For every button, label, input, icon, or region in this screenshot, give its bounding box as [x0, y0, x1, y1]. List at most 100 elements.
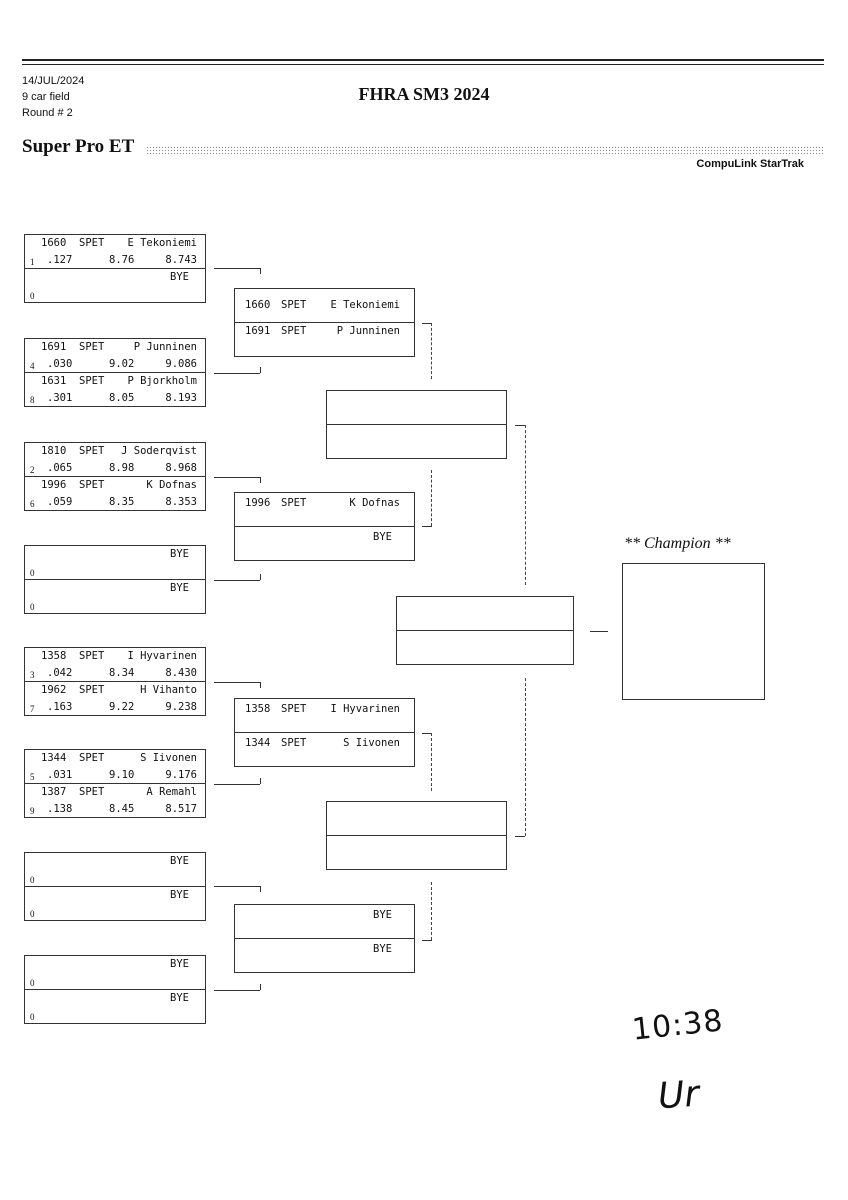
r2-matchup-3: 1358 SPET I Hyvarinen 1344 SPET S Iivone… — [234, 698, 415, 767]
bye-label: BYE — [170, 992, 189, 1004]
lane-bottom: 1962 SPET H Vihanto 7 .163 9.22 9.238 — [25, 682, 205, 716]
connector — [214, 580, 260, 581]
connector — [214, 477, 260, 478]
class-code: SPET — [79, 752, 105, 764]
lane-bottom: 1344 SPET S Iivonen — [235, 733, 414, 767]
connector — [260, 574, 261, 580]
seed-number: 0 — [30, 568, 35, 578]
class-code: SPET — [281, 497, 307, 509]
connector — [260, 268, 261, 274]
r1-matchup-1: 1660 SPET E Tekoniemi 1 .127 8.76 8.743 … — [24, 234, 206, 303]
lane-bottom: 1996 SPET K Dofnas 6 .059 8.35 8.353 — [25, 477, 205, 511]
lane-bottom — [327, 836, 506, 870]
driver-name: I Hyvarinen — [127, 650, 197, 662]
bye-label: BYE — [373, 531, 392, 543]
connector-dashed — [525, 678, 526, 836]
lane-top: BYE 0 — [25, 956, 205, 990]
r1-matchup-6: 1344 SPET S Iivonen 5 .031 9.10 9.176 13… — [24, 749, 206, 818]
car-number: 1660 — [41, 237, 67, 249]
class-code: SPET — [79, 237, 105, 249]
driver-name: E Tekoniemi — [330, 299, 400, 311]
round-number: Round # 2 — [22, 107, 73, 119]
r2-matchup-1: 1660 SPET E Tekoniemi 1691 SPET P Junnin… — [234, 288, 415, 357]
seed-number: 8 — [30, 395, 35, 405]
r1-matchup-3: 1810 SPET J Soderqvist 2 .065 8.98 8.968… — [24, 442, 206, 511]
car-number: 1344 — [245, 737, 271, 749]
elapsed-time: 9.176 — [165, 769, 197, 781]
car-number: 1631 — [41, 375, 67, 387]
r1-matchup-2: 1691 SPET P Junninen 4 .030 9.02 9.086 1… — [24, 338, 206, 407]
driver-name: A Remahl — [146, 786, 197, 798]
dial-in: 8.34 — [109, 667, 135, 679]
connector — [590, 631, 608, 632]
connector — [260, 682, 261, 688]
lane-top: 1358 SPET I Hyvarinen 3 .042 8.34 8.430 — [25, 648, 205, 682]
reaction-time: .138 — [47, 803, 73, 815]
bye-label: BYE — [373, 943, 392, 955]
lane-top — [397, 597, 573, 631]
driver-name: S Iivonen — [343, 737, 400, 749]
field-size: 9 car field — [22, 91, 70, 103]
class-code: SPET — [281, 325, 307, 337]
connector-dashed — [431, 323, 432, 379]
class-code: SPET — [281, 299, 307, 311]
elapsed-time: 9.238 — [165, 701, 197, 713]
driver-name: K Dofnas — [146, 479, 197, 491]
car-number: 1691 — [245, 325, 271, 337]
dial-in: 9.02 — [109, 358, 135, 370]
handwritten-initials: Ur — [656, 1073, 701, 1118]
driver-name: E Tekoniemi — [127, 237, 197, 249]
dial-in: 8.05 — [109, 392, 135, 404]
connector-dashed — [431, 882, 432, 940]
connector — [422, 323, 432, 324]
connector — [422, 733, 432, 734]
connector — [260, 886, 261, 892]
dotted-leader — [146, 146, 824, 156]
lane-top: 1691 SPET P Junninen 4 .030 9.02 9.086 — [25, 339, 205, 373]
connector — [422, 940, 432, 941]
reaction-time: .042 — [47, 667, 73, 679]
handwritten-time: 10:38 — [630, 1003, 726, 1048]
elapsed-time: 9.086 — [165, 358, 197, 370]
semifinal-1 — [326, 390, 507, 459]
car-number: 1358 — [41, 650, 67, 662]
elapsed-time: 8.193 — [165, 392, 197, 404]
seed-number: 2 — [30, 465, 35, 475]
elapsed-time: 8.743 — [165, 254, 197, 266]
bye-label: BYE — [170, 889, 189, 901]
driver-name: P Bjorkholm — [127, 375, 197, 387]
lane-bottom: BYE 0 — [25, 990, 205, 1024]
lane-top — [327, 802, 506, 836]
reaction-time: .030 — [47, 358, 73, 370]
driver-name: J Soderqvist — [121, 445, 197, 457]
lane-top — [327, 391, 506, 425]
seed-number: 1 — [30, 257, 35, 267]
lane-bottom: BYE — [235, 527, 414, 561]
top-rule — [22, 59, 824, 61]
r2-matchup-2: 1996 SPET K Dofnas BYE — [234, 492, 415, 561]
brand-label: CompuLink StarTrak — [696, 158, 804, 170]
bye-label: BYE — [170, 855, 189, 867]
lane-bottom: 1691 SPET P Junninen — [235, 323, 414, 357]
r1-matchup-7: BYE 0 BYE 0 — [24, 852, 206, 921]
seed-number: 0 — [30, 875, 35, 885]
lane-top: 1344 SPET S Iivonen 5 .031 9.10 9.176 — [25, 750, 205, 784]
car-number: 1810 — [41, 445, 67, 457]
connector — [260, 367, 261, 373]
driver-name: S Iivonen — [140, 752, 197, 764]
car-number: 1660 — [245, 299, 271, 311]
seed-number: 3 — [30, 670, 35, 680]
car-number: 1996 — [41, 479, 67, 491]
lane-bottom: BYE 0 — [25, 269, 205, 303]
r1-matchup-5: 1358 SPET I Hyvarinen 3 .042 8.34 8.430 … — [24, 647, 206, 716]
connector — [214, 373, 260, 374]
reaction-time: .065 — [47, 462, 73, 474]
connector — [515, 425, 525, 426]
car-number: 1387 — [41, 786, 67, 798]
connector — [214, 784, 260, 785]
lane-top: BYE 0 — [25, 853, 205, 887]
connector — [260, 477, 261, 483]
dial-in: 8.98 — [109, 462, 135, 474]
connector-dashed — [431, 470, 432, 526]
bye-label: BYE — [170, 582, 189, 594]
